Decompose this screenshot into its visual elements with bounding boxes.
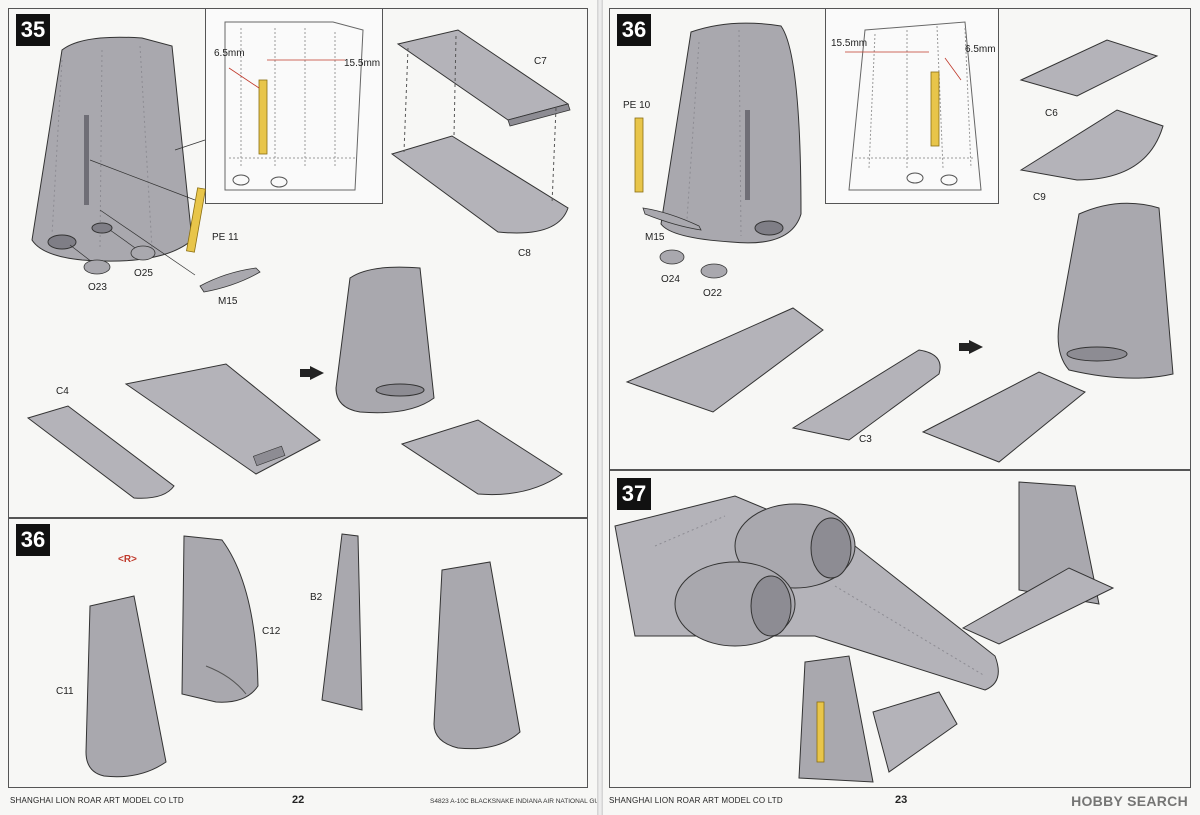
horizontal-stabilizer-36: [625, 307, 824, 413]
vertical-stabilizer-36: [660, 22, 802, 244]
tail-c12: [181, 535, 259, 703]
o23-part: [83, 259, 111, 275]
tail-c11: [85, 595, 167, 778]
callout-o22: O22: [703, 288, 722, 299]
footer-kit-name: S4823 A-10C BLACKSNAKE INDIANA AIR NATIO…: [430, 798, 613, 805]
horizontal-stabilizer-35: [124, 363, 321, 475]
pe11-strip: [186, 187, 206, 253]
step-36-left-number: 36: [16, 524, 50, 556]
callout-o23: O23: [88, 282, 107, 293]
result-stabilizer-35: [400, 419, 563, 496]
page-number-left: 22: [292, 794, 305, 806]
callout-c11: C11: [56, 686, 74, 697]
dim-15-5mm-36: 15.5mm: [831, 38, 868, 49]
pe10-strip: [634, 117, 644, 193]
callout-m15-right: M15: [645, 232, 665, 243]
callout-o25: O25: [134, 268, 153, 279]
side-tag-right: <R>: [118, 554, 137, 565]
pe-strip-inset-36: [930, 71, 940, 147]
callout-c4: C4: [56, 386, 69, 397]
callout-c8: C8: [518, 248, 531, 259]
result-tail-36: [1057, 202, 1174, 379]
callout-pe10: PE 10: [623, 100, 651, 111]
callout-c9: C9: [1033, 192, 1046, 203]
callout-c7: C7: [534, 56, 547, 67]
inset-diagram-36: [845, 21, 982, 191]
callout-b2: B2: [310, 592, 323, 603]
detail-inset-35: [205, 8, 383, 204]
watermark-text: HOBBY SEARCH: [1071, 793, 1188, 809]
tail-assembly-right-37: [961, 481, 1115, 645]
step-36-left-panel: [8, 518, 588, 788]
page-number-right: 23: [895, 794, 908, 806]
next-arrow-35: [300, 366, 324, 380]
dim-6-5mm-36: 6.5mm: [965, 44, 996, 55]
tail-assembly-left-37: [798, 655, 958, 783]
o25-part: [130, 245, 156, 261]
elevator-c3: [791, 349, 941, 441]
result-tail-35: [335, 266, 435, 414]
o24-part: [659, 249, 685, 265]
footer-company-right: SHANGHAI LION ROAR ART MODEL CO LTD: [609, 796, 783, 805]
tail-assembled-36-left: [433, 561, 521, 750]
callout-c6: C6: [1045, 108, 1058, 119]
pe-strip-inset: [258, 79, 268, 155]
callout-pe11: PE 11: [212, 232, 239, 243]
elevator-c6-c9: [1019, 39, 1164, 181]
page-gutter: [597, 0, 603, 815]
dim-15-5mm-35: 15.5mm: [344, 58, 381, 69]
elevator-c4: [26, 405, 175, 499]
m15-antenna: [199, 267, 261, 293]
vertical-stabilizer-35: [31, 36, 193, 262]
callout-c12: C12: [262, 626, 281, 637]
o22-part: [700, 263, 728, 279]
footer-company-left: SHANGHAI LION ROAR ART MODEL CO LTD: [10, 796, 184, 805]
step-37-panel: [609, 470, 1191, 788]
callout-o24: O24: [661, 274, 680, 285]
step-37-number: 37: [617, 478, 651, 510]
step-35-number: 35: [16, 14, 50, 46]
step-36-right-number: 36: [617, 14, 651, 46]
left-page: 35 6.5mm 15.5mm: [0, 0, 613, 815]
m15-antenna-right: [642, 207, 702, 231]
next-arrow-36: [959, 340, 983, 354]
rudder-b2: [321, 533, 363, 711]
dim-6-5mm-35: 6.5mm: [214, 48, 245, 59]
result-stabilizer-36: [921, 371, 1086, 463]
right-page: 36 15.5mm 6.5mm PE 10 M15 O24: [603, 0, 1200, 815]
inset-diagram-35: [224, 21, 364, 191]
leader-lines-35: [69, 139, 206, 276]
elevator-c7-c8: [390, 29, 571, 234]
fuselage-rear-37: [614, 495, 999, 691]
detail-inset-36: [825, 8, 999, 204]
callout-c3: C3: [859, 434, 872, 445]
callout-m15-left: M15: [218, 296, 238, 307]
